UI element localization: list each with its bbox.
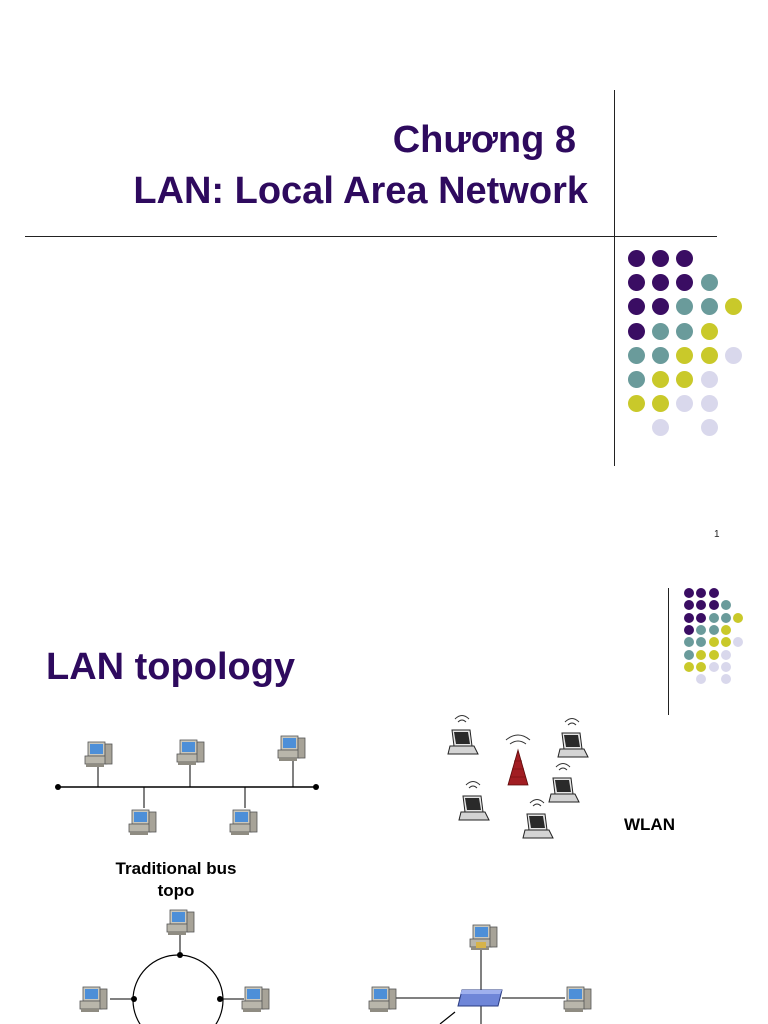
desktop-computer-icon xyxy=(128,809,157,836)
decorative-dot xyxy=(652,371,670,388)
desktop-computer-icon xyxy=(79,986,108,1013)
decorative-dot xyxy=(696,661,707,672)
decorative-dot xyxy=(628,371,645,388)
decorative-dot xyxy=(676,371,694,388)
bus-topology-caption: Traditional bus topo xyxy=(96,858,256,902)
decorative-dot xyxy=(720,600,731,611)
decorative-dot xyxy=(708,600,719,611)
decorative-dot xyxy=(652,322,670,340)
decorative-dot xyxy=(708,637,719,648)
decorative-dot xyxy=(696,637,707,648)
desktop-computer-icon xyxy=(176,739,205,766)
bus-caption-line-2: topo xyxy=(157,881,195,900)
bus-topology-diagram xyxy=(55,735,319,836)
decorative-dot xyxy=(700,346,718,364)
decorative-dot xyxy=(700,274,718,292)
decorative-dot xyxy=(696,649,707,660)
decorative-dot xyxy=(652,274,670,292)
decorative-dot xyxy=(720,624,731,635)
decorative-dot xyxy=(652,298,670,316)
laptop-icon xyxy=(557,718,589,758)
decorative-dot xyxy=(708,661,719,672)
decorative-dot xyxy=(720,674,731,685)
wlan-diagram xyxy=(447,715,589,839)
decorative-dot xyxy=(676,395,694,413)
decorative-dot xyxy=(708,649,719,660)
decorative-dot xyxy=(696,612,707,623)
decorative-dot xyxy=(724,298,742,316)
decorative-dot xyxy=(628,298,645,316)
decorative-dot xyxy=(724,346,742,364)
decorative-dot xyxy=(720,637,731,648)
decorative-dot xyxy=(676,250,694,267)
decorative-dot xyxy=(696,674,707,685)
desktop-computer-icon xyxy=(84,741,113,768)
page-number: 1 xyxy=(714,529,720,540)
slide-1: Chương 8 LAN: Local Area Network 1 xyxy=(25,90,742,540)
chapter-title: Chương 8 xyxy=(392,119,576,161)
laptop-icon xyxy=(447,715,479,755)
decorative-dot xyxy=(684,588,694,598)
decorative-dot xyxy=(720,649,731,660)
decorative-dot xyxy=(720,612,731,623)
decorative-dot xyxy=(676,346,694,364)
decorative-dot xyxy=(720,661,731,672)
decorative-dot xyxy=(684,612,694,623)
decorative-dot xyxy=(628,322,645,340)
desktop-computer-icon xyxy=(563,986,592,1013)
decorative-dot xyxy=(700,322,718,340)
bus-caption-line-1: Traditional bus xyxy=(115,859,237,878)
decorative-dot xyxy=(696,588,707,598)
laptop-icon xyxy=(522,799,554,839)
desktop-computer-icon xyxy=(368,986,397,1013)
desktop-computer-icon xyxy=(166,909,195,936)
decorative-dot xyxy=(700,298,718,316)
decorative-dot xyxy=(733,612,744,623)
decorative-dot xyxy=(708,624,719,635)
decorative-dot xyxy=(676,298,694,316)
decorative-dot xyxy=(733,637,744,648)
decorative-dot xyxy=(708,588,719,598)
desktop-computer-icon xyxy=(241,986,270,1013)
slide-title: LAN topology xyxy=(46,646,296,688)
desktop-computer-icon xyxy=(229,809,258,836)
decorative-dot xyxy=(628,346,645,364)
laptop-icon xyxy=(458,781,490,821)
vertical-divider xyxy=(614,90,615,466)
wlan-label: WLAN xyxy=(624,815,675,834)
decorative-dot xyxy=(676,322,694,340)
title-divider xyxy=(25,236,717,237)
laptop-icon xyxy=(548,763,580,803)
decorative-dot xyxy=(684,600,694,611)
decorative-dot xyxy=(652,346,670,364)
ring-topology-diagram xyxy=(79,909,270,1024)
decorative-dot xyxy=(676,274,694,292)
decorative-dot xyxy=(696,624,707,635)
decorative-dot xyxy=(708,612,719,623)
decorative-dot xyxy=(684,661,694,672)
decorative-dot xyxy=(700,419,718,437)
decorative-dot xyxy=(684,624,694,635)
star-topology-diagram xyxy=(368,924,592,1024)
decorative-dot xyxy=(628,250,645,267)
decorative-dot xyxy=(652,419,670,437)
decorative-dot xyxy=(700,371,718,388)
decorative-dot xyxy=(652,250,670,267)
decorative-dot xyxy=(684,649,694,660)
vertical-divider-2 xyxy=(668,588,669,715)
chapter-subtitle: LAN: Local Area Network xyxy=(133,170,588,212)
slide-2 xyxy=(0,560,768,1024)
decorative-dot xyxy=(700,395,718,413)
decorative-dot xyxy=(652,395,670,413)
decorative-dot xyxy=(628,395,645,413)
desktop-computer-icon xyxy=(277,735,306,762)
decorative-dot xyxy=(696,600,707,611)
decorative-dot xyxy=(628,274,645,292)
decorative-dot xyxy=(684,637,694,648)
wireless-antenna-icon xyxy=(507,748,529,786)
